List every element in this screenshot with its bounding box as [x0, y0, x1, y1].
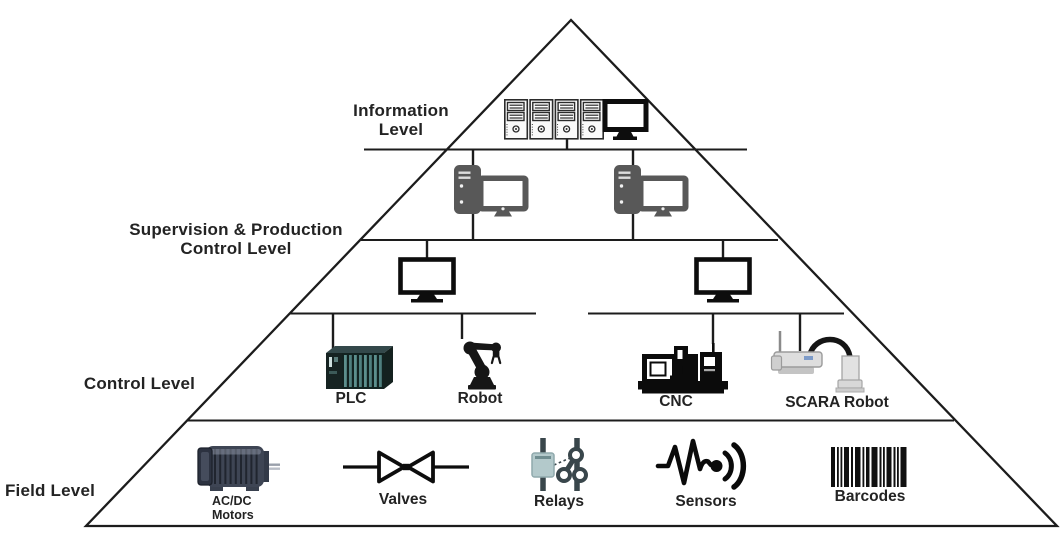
monitor-icon — [398, 257, 456, 303]
valves-label: Valves — [378, 491, 428, 508]
desktop-monitor-icon — [602, 99, 649, 140]
sensors-label: Sensors — [675, 493, 737, 510]
plc-icon — [326, 346, 393, 389]
field-level-label: Field Level — [4, 481, 96, 500]
barcode-icon — [831, 447, 907, 487]
pyramid-outline — [83, 18, 1060, 528]
supervision-level-label: Supervision & Production Control Level — [129, 220, 343, 258]
relays-label: Relays — [534, 493, 584, 510]
control-level-label: Control Level — [83, 374, 196, 393]
robot-label: Robot — [457, 390, 503, 407]
cnc-label: CNC — [659, 393, 693, 410]
relay-icon — [531, 438, 588, 491]
valve-icon — [343, 450, 469, 484]
workstation-icon — [614, 165, 689, 217]
robot-arm-icon — [463, 341, 502, 390]
scara-robot-icon — [770, 331, 865, 393]
server-rack-icon — [504, 99, 604, 140]
plc-label: PLC — [335, 390, 367, 407]
monitor-icon — [694, 257, 752, 303]
workstation-icon — [454, 165, 529, 217]
motor-icon — [197, 446, 280, 491]
motors-label: AC/DC Motors — [212, 494, 254, 522]
cnc-machine-icon — [638, 343, 728, 394]
barcodes-label: Barcodes — [834, 488, 906, 505]
information-level-label: Information Level — [353, 101, 449, 139]
sensor-icon — [655, 438, 747, 490]
scara-robot-label: SCARA Robot — [785, 394, 889, 411]
